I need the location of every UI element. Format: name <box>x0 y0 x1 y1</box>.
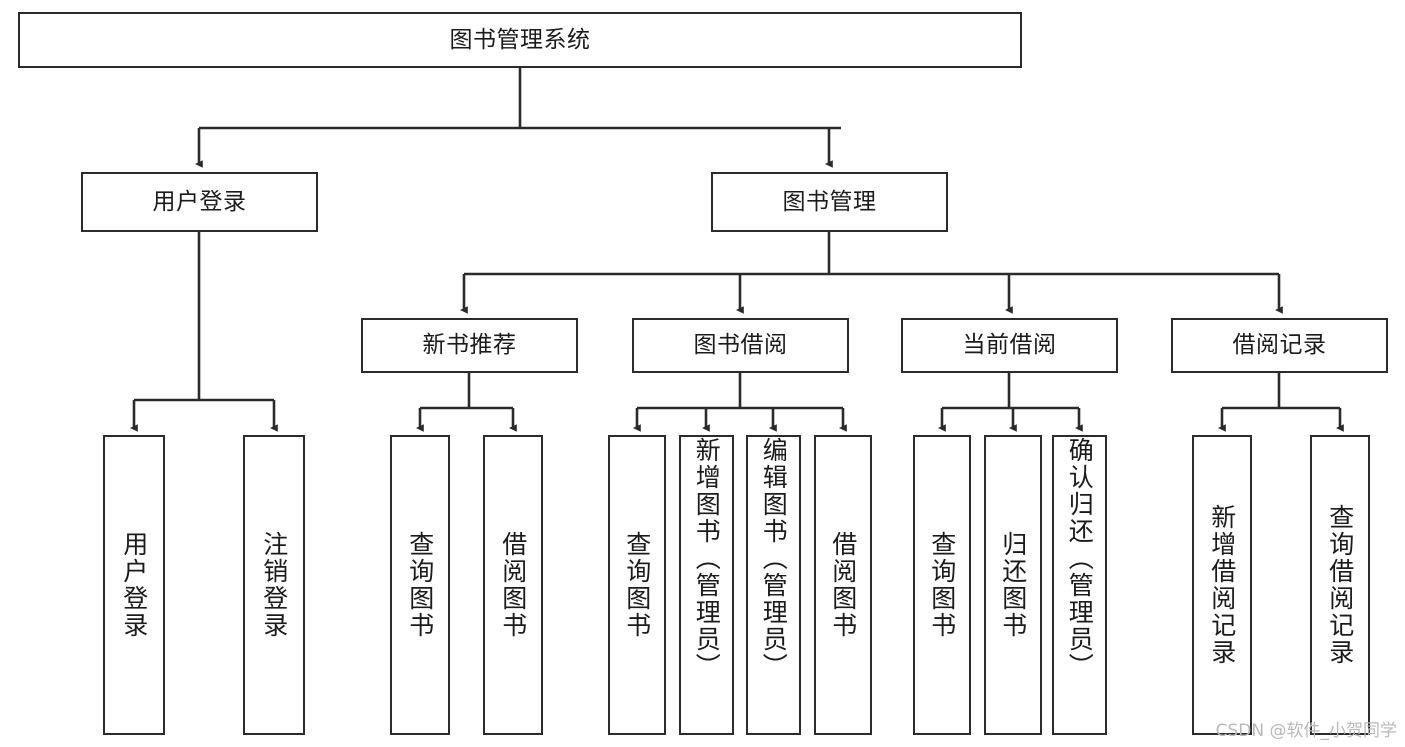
node-label: 用户登录 <box>152 188 247 215</box>
node-label: 确认归还（管理员） <box>1065 437 1095 680</box>
node-book-manage[interactable]: 图书管理 <box>711 172 948 232</box>
node-label: 图书管理 <box>782 188 877 215</box>
node-leaf-add-book-admin[interactable]: 新增图书（管理员） <box>679 435 734 735</box>
node-label: 查询图书 <box>622 531 652 639</box>
node-leaf-query-borrow-record[interactable]: 查询借阅记录 <box>1310 435 1370 735</box>
node-label: 图书管理系统 <box>449 26 591 53</box>
node-leaf-borrow-book-borrow[interactable]: 借阅图书 <box>814 435 872 735</box>
edge-bookmanage-to-level3 <box>460 232 1283 314</box>
edge-newbook-to-leaves <box>416 373 517 432</box>
node-label: 用户登录 <box>119 531 149 639</box>
node-label: 新增借阅记录 <box>1207 504 1237 666</box>
node-label: 借阅记录 <box>1232 332 1327 359</box>
edge-bookborrow-to-leaves <box>633 373 847 432</box>
edge-root-to-level2 <box>195 68 841 168</box>
node-label: 查询图书 <box>405 531 435 639</box>
node-label: 编辑图书（管理员） <box>759 437 789 680</box>
node-label: 查询借阅记录 <box>1325 504 1355 666</box>
node-label: 借阅图书 <box>498 531 528 639</box>
node-label: 新书推荐 <box>422 332 517 359</box>
node-user-login[interactable]: 用户登录 <box>81 172 318 232</box>
node-leaf-query-book-recommend[interactable]: 查询图书 <box>390 435 450 735</box>
node-book-borrow[interactable]: 图书借阅 <box>632 318 849 373</box>
node-label: 图书借阅 <box>693 332 788 359</box>
watermark-text: CSDN @软件_小贺同学 <box>1215 721 1397 741</box>
edge-userlogin-to-leaves <box>130 232 278 432</box>
node-leaf-user-logout[interactable]: 注销登录 <box>243 435 305 735</box>
node-leaf-add-borrow-record[interactable]: 新增借阅记录 <box>1192 435 1252 735</box>
node-leaf-query-book-current[interactable]: 查询图书 <box>913 435 971 735</box>
edge-borrowrecord-to-leaves <box>1218 373 1344 432</box>
node-leaf-query-book-borrow[interactable]: 查询图书 <box>608 435 666 735</box>
node-leaf-confirm-return-admin[interactable]: 确认归还（管理员） <box>1052 435 1107 735</box>
node-label: 归还图书 <box>998 531 1028 639</box>
node-new-book-recommend[interactable]: 新书推荐 <box>361 318 578 373</box>
node-label: 注销登录 <box>259 531 289 639</box>
node-leaf-user-login[interactable]: 用户登录 <box>103 435 165 735</box>
node-label: 查询图书 <box>927 531 957 639</box>
node-leaf-borrow-book-recommend[interactable]: 借阅图书 <box>483 435 543 735</box>
edge-currentborrow-to-leaves <box>938 373 1083 432</box>
node-label: 当前借阅 <box>962 332 1057 359</box>
node-leaf-edit-book-admin[interactable]: 编辑图书（管理员） <box>746 435 801 735</box>
node-label: 新增图书（管理员） <box>692 437 722 680</box>
node-root-system[interactable]: 图书管理系统 <box>18 12 1022 68</box>
node-borrow-record[interactable]: 借阅记录 <box>1171 318 1388 373</box>
node-current-borrow[interactable]: 当前借阅 <box>901 318 1118 373</box>
node-leaf-return-book[interactable]: 归还图书 <box>984 435 1042 735</box>
node-label: 借阅图书 <box>828 531 858 639</box>
